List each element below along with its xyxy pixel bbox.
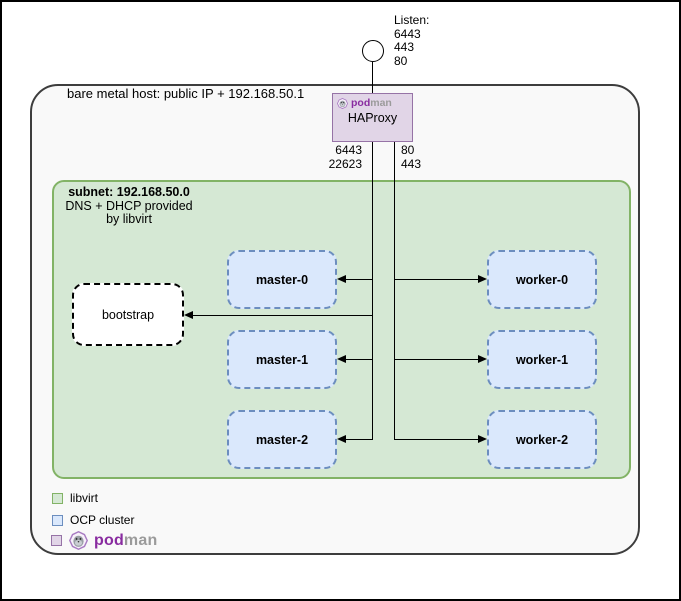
node-master-0: master-0 [227, 250, 337, 309]
listen-annotation: Listen: 6443 443 80 [394, 13, 430, 69]
podman-seal-icon [69, 531, 88, 550]
podman-wordmark: podman [94, 531, 158, 549]
haproxy-workers-trunk-line [393, 142, 395, 440]
node-worker-0: worker-0 [487, 250, 597, 309]
arrowhead-worker-0 [478, 275, 487, 283]
port-label: 443 [401, 156, 422, 171]
arrowhead-bootstrap [184, 311, 193, 319]
podman-swatch-icon [51, 535, 62, 546]
podman-seal-icon [337, 97, 348, 109]
subnet-title: subnet: 192.168.50.0 [68, 185, 190, 199]
arrowhead-master-1 [337, 355, 346, 363]
listen-endpoint-circle [362, 40, 384, 62]
listen-title: Listen: [394, 13, 430, 27]
legend-item-podman: podman [51, 531, 157, 550]
legend-ocp-label: OCP cluster [70, 513, 135, 527]
line-to-master-0 [345, 278, 373, 280]
node-bootstrap: bootstrap [72, 283, 184, 346]
haproxy-master-ports: 6443 22623 [300, 143, 362, 171]
legend-item-libvirt: libvirt [52, 491, 98, 505]
line-to-worker-1 [394, 358, 479, 360]
listen-port: 443 [394, 40, 415, 55]
haproxy-box: podman HAProxy [332, 93, 413, 142]
haproxy-label: HAProxy [347, 111, 398, 125]
listen-port: 80 [394, 54, 408, 69]
legend-libvirt-label: libvirt [70, 491, 99, 505]
arrowhead-master-2 [337, 435, 346, 443]
line-to-master-1 [345, 358, 373, 360]
line-to-worker-2 [394, 438, 479, 440]
node-master-1: master-1 [227, 330, 337, 389]
port-label: 80 [401, 143, 415, 157]
circle-to-haproxy-line [372, 62, 374, 93]
podman-wordmark-small: podman [351, 97, 392, 109]
subnet-label: subnet: 192.168.50.0 DNS + DHCP provided… [54, 185, 204, 227]
arrowhead-worker-1 [478, 355, 487, 363]
line-to-worker-0 [394, 278, 479, 280]
node-worker-2: worker-2 [487, 410, 597, 469]
libvirt-swatch-icon [52, 492, 63, 504]
ocp-cluster-swatch-icon [52, 514, 63, 526]
port-label: 22623 [328, 156, 362, 171]
haproxy-worker-ports: 80 443 [401, 143, 422, 171]
node-master-2: master-2 [227, 410, 337, 469]
subnet-libvirt-line: by libvirt [106, 212, 152, 226]
line-to-master-2 [345, 438, 373, 440]
haproxy-masters-trunk-line [372, 142, 374, 440]
line-to-bootstrap [192, 314, 373, 316]
subnet-dns-line: DNS + DHCP provided [65, 198, 193, 213]
bare-metal-host-label: bare metal host: public IP + 192.168.50.… [67, 86, 305, 101]
podman-brand-small: podman [333, 94, 412, 109]
arrowhead-master-0 [337, 275, 346, 283]
node-worker-1: worker-1 [487, 330, 597, 389]
listen-port: 6443 [394, 26, 421, 41]
arrowhead-worker-2 [478, 435, 487, 443]
port-label: 6443 [335, 143, 362, 157]
legend-item-ocp-cluster: OCP cluster [52, 513, 134, 527]
